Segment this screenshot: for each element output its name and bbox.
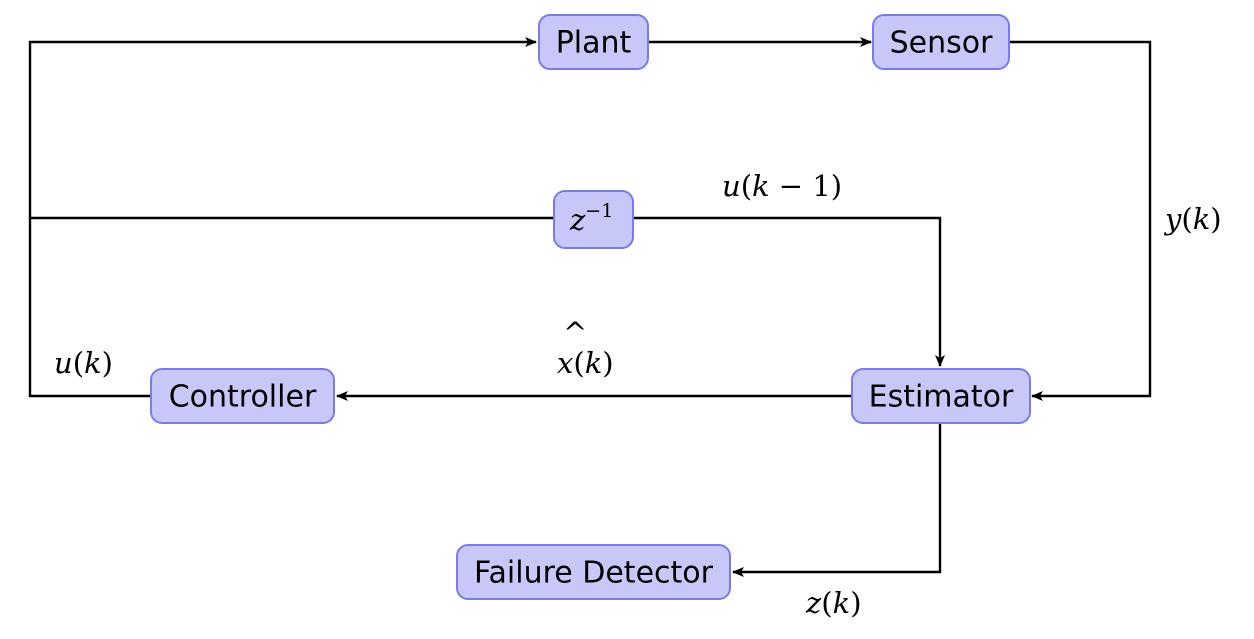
controller-label: Controller	[169, 380, 317, 415]
estimator-label: Estimator	[869, 380, 1014, 415]
sensor-block[interactable]: Sensor	[872, 14, 1010, 70]
signal-u-k-minus-1: u(k − 1)	[722, 169, 842, 203]
failure-detector-label: Failure Detector	[474, 556, 714, 591]
plant-block[interactable]: Plant	[538, 14, 649, 70]
estimator-block[interactable]: Estimator	[851, 368, 1031, 424]
sensor-label: Sensor	[890, 26, 993, 61]
controller-block[interactable]: Controller	[150, 368, 335, 424]
signal-x-hat-k: x(k)	[557, 346, 614, 380]
wire-estimator-to-failure-detector	[732, 424, 942, 577]
delay-block[interactable]: z−1	[553, 190, 634, 249]
failure-detector-block[interactable]: Failure Detector	[456, 544, 731, 600]
signal-u-k: u(k)	[54, 346, 113, 380]
plant-label: Plant	[556, 26, 632, 61]
signal-z-k: z(k)	[805, 586, 862, 620]
wire-sensor-to-estimator	[1009, 40, 1152, 401]
wire-delay-to-estimator	[633, 216, 945, 367]
signal-x-hat-accent: ^	[563, 316, 587, 350]
signal-y-k: y(k)	[1163, 202, 1222, 236]
delay-label: z−1	[569, 200, 613, 237]
